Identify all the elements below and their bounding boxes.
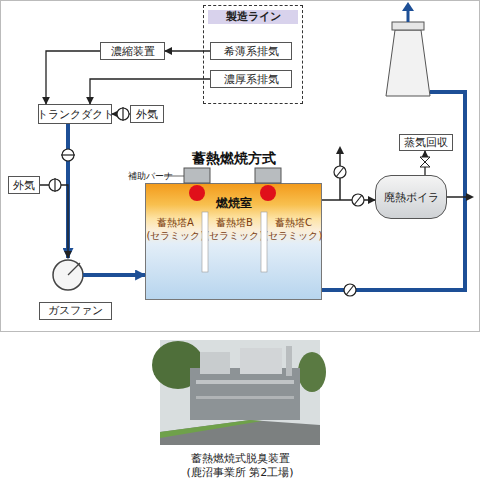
process-box: 濃縮装置 xyxy=(100,42,165,60)
photo-duct xyxy=(240,348,282,374)
valve-stem xyxy=(354,195,362,205)
valve-body xyxy=(62,149,74,161)
valve-symbol xyxy=(344,284,356,296)
group-header: 製造ライン xyxy=(208,10,298,24)
valve-half xyxy=(420,162,430,167)
furnace-unit: 蓄熱燃焼方式燃焼室蓄熱塔A (セラミック)蓄熱塔B (セラミック)蓄熱塔C (セ… xyxy=(145,183,322,300)
boiler-drum: 廃熱ボイラ xyxy=(375,175,447,219)
valve-symbol xyxy=(334,166,346,178)
figure-caption: 蓄熱燃焼式脱臭装置 (鹿沼事業所 第2工場) xyxy=(177,452,303,480)
node-text: 蓄熱塔A (セラミック) xyxy=(146,216,205,242)
valve-body xyxy=(49,179,61,191)
photo-lawn xyxy=(160,420,262,438)
duct-connector xyxy=(66,124,70,258)
node-text: トランクダクト xyxy=(37,107,114,122)
flow-connector xyxy=(112,113,130,114)
group-box: 製造ライン希薄系排気濃厚系排気 xyxy=(203,5,303,104)
branch-arrowhead xyxy=(336,146,344,154)
flow-connector xyxy=(424,151,425,175)
fan-outlet xyxy=(83,273,115,277)
exhaust-line xyxy=(407,10,410,22)
valve-symbol xyxy=(61,149,75,161)
photo-road xyxy=(160,420,320,445)
process-box: 蒸気回収 xyxy=(399,134,453,151)
valve-half xyxy=(420,157,430,162)
part-label: 補助バーナ xyxy=(128,170,173,183)
node-text: 蓄熱塔C (セラミック) xyxy=(264,216,323,242)
photo-pipe xyxy=(196,380,294,384)
valve-symbol xyxy=(352,194,364,206)
leader-line xyxy=(164,176,184,177)
valve-stem xyxy=(336,167,344,177)
valve-stem xyxy=(54,178,55,192)
branch-line xyxy=(339,152,341,200)
fan-unit: ガスファン xyxy=(36,258,115,320)
valve-stem xyxy=(61,154,75,155)
outlet-line xyxy=(447,196,468,198)
node-text: 外気 xyxy=(13,178,35,193)
node-text: 廃熱ボイラ xyxy=(384,190,439,205)
flow-connector xyxy=(40,185,68,258)
node-text: 外気 xyxy=(136,107,158,122)
valve-stem xyxy=(346,285,354,295)
photo-duct xyxy=(200,352,230,374)
node-text: 濃縮装置 xyxy=(111,44,155,59)
flow-connector xyxy=(90,79,210,104)
flow-connector xyxy=(165,50,210,51)
stack-cap xyxy=(392,22,424,30)
unit-heading: 蓄熱燃焼方式 xyxy=(126,150,341,168)
burner-flame xyxy=(189,185,205,201)
valve-stem xyxy=(122,107,123,121)
valve-symbol xyxy=(117,107,129,121)
valve-body xyxy=(334,166,346,178)
valve-body xyxy=(344,284,356,296)
tower-block: 蓄熱塔B (セラミック) xyxy=(205,216,264,250)
duct-line xyxy=(322,92,465,290)
burner-housing xyxy=(184,168,210,183)
process-box: 外気 xyxy=(130,105,164,123)
process-box: 濃厚系排気 xyxy=(210,70,292,88)
node-text: 希薄系排気 xyxy=(224,44,279,59)
process-box: 希薄系排気 xyxy=(210,42,292,60)
valve-body xyxy=(352,194,364,206)
partition xyxy=(261,212,267,272)
photo-pipe xyxy=(196,396,294,399)
tower-block: 蓄熱塔A (セラミック) xyxy=(146,216,205,250)
flow-connector xyxy=(46,51,100,104)
photo-stack xyxy=(286,346,292,376)
duct-connector xyxy=(115,273,145,277)
flow-connector xyxy=(322,199,375,200)
valve-symbol xyxy=(49,178,61,192)
process-box: 外気 xyxy=(8,176,40,194)
diagram-frame xyxy=(1,1,480,332)
burner-flame xyxy=(260,185,276,201)
fan-label: ガスファン xyxy=(39,302,112,320)
photo-building xyxy=(190,368,300,420)
process-box: トランクダクト xyxy=(38,104,112,124)
chamber-label: 燃焼室 xyxy=(146,195,321,212)
node-text: 蒸気回収 xyxy=(404,135,448,150)
steam-valve xyxy=(420,157,430,167)
node-text: 蓄熱塔B (セラミック) xyxy=(205,216,264,242)
partition xyxy=(202,212,208,272)
outlet-arrowhead xyxy=(466,193,474,201)
photo-tree xyxy=(298,352,326,392)
burner-housing xyxy=(255,168,281,183)
fan-blade xyxy=(68,263,80,275)
stack-body xyxy=(386,30,430,96)
tower-block: 蓄熱塔C (セラミック) xyxy=(264,216,323,250)
exhaust-arrowhead xyxy=(402,2,414,11)
valve-body xyxy=(117,108,129,120)
fan-symbol xyxy=(53,260,83,290)
node-text: 濃厚系排気 xyxy=(224,72,279,87)
